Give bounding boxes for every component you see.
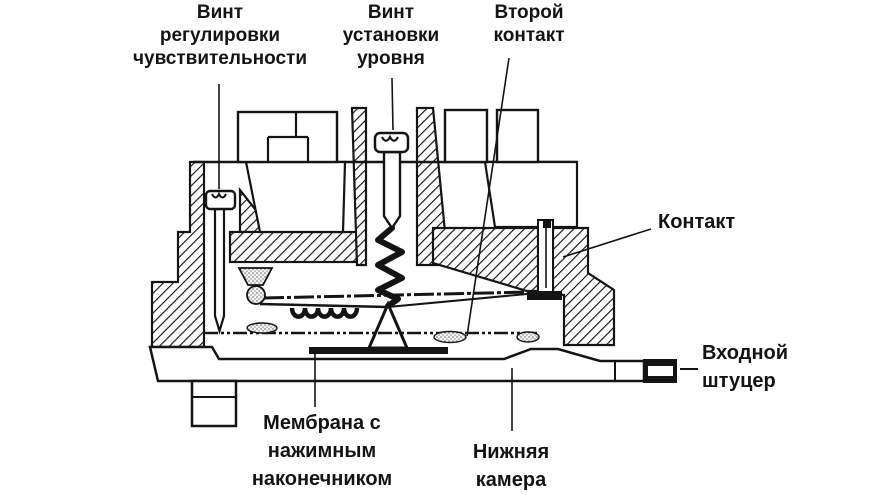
- contact-lever-top: [263, 290, 531, 300]
- label-lower-chamber: Нижняя камера: [472, 441, 550, 491]
- leader-level-screw: [391, 77, 394, 131]
- label-sensitivity-screw: Винт регулировки чувствительности: [132, 2, 308, 69]
- housing-left-wall: [150, 160, 206, 349]
- membrane-bump-right: [516, 331, 540, 343]
- label-membrane: Мембрана с нажимным наконечником: [251, 412, 393, 490]
- contact-block: [527, 291, 562, 300]
- sensitivity-screw-shank: [213, 207, 226, 335]
- contact-lever-lower-left: [259, 302, 389, 309]
- membrane-plate: [309, 347, 448, 354]
- sensitivity-screw-slot: [211, 191, 227, 199]
- level-screw-head: [373, 131, 410, 154]
- right-cavity: [483, 160, 579, 229]
- level-screw-shank: [382, 150, 402, 231]
- level-spring: [375, 225, 405, 309]
- contact-lever-lower-right: [387, 293, 528, 308]
- inlet-fitting: [643, 359, 677, 383]
- sensitivity-screw-head: [204, 189, 237, 211]
- leader-lines: [218, 57, 698, 431]
- mounting-foot: [190, 379, 238, 428]
- label-inlet-fitting: Входной штуцер: [702, 342, 789, 392]
- membrane-bump-left: [246, 322, 278, 334]
- body-outlines: [148, 108, 646, 428]
- mechanism: [204, 131, 562, 354]
- inlet-fitting-bore: [648, 366, 673, 376]
- left-cavity: [244, 160, 347, 234]
- level-screw-slot: [381, 134, 399, 142]
- contact-pin-cap: [543, 221, 551, 228]
- housing-right-wall: [551, 226, 616, 347]
- insulator-bead: [246, 285, 266, 305]
- top-block-left-seams: [266, 112, 310, 162]
- label-contact: Контакт: [658, 211, 736, 233]
- pressure-tip-triangle: [366, 300, 410, 350]
- insulator-block: [237, 267, 274, 286]
- top-block-right-a: [443, 108, 489, 164]
- center-column-left: [350, 106, 368, 267]
- membrane-bump-mid: [433, 330, 467, 344]
- base-plate: [148, 345, 646, 383]
- leader-contact: [562, 228, 652, 258]
- label-level-screw: Винт установки уровня: [342, 2, 440, 69]
- housing-right-band: [431, 226, 540, 293]
- label-second-contact: Второй контакт: [493, 2, 565, 46]
- lever-coil-spring: [289, 307, 360, 319]
- leader-second-contact: [466, 57, 510, 337]
- housing: [150, 106, 616, 349]
- top-block-right-b: [495, 108, 540, 164]
- housing-left-band: [228, 230, 360, 264]
